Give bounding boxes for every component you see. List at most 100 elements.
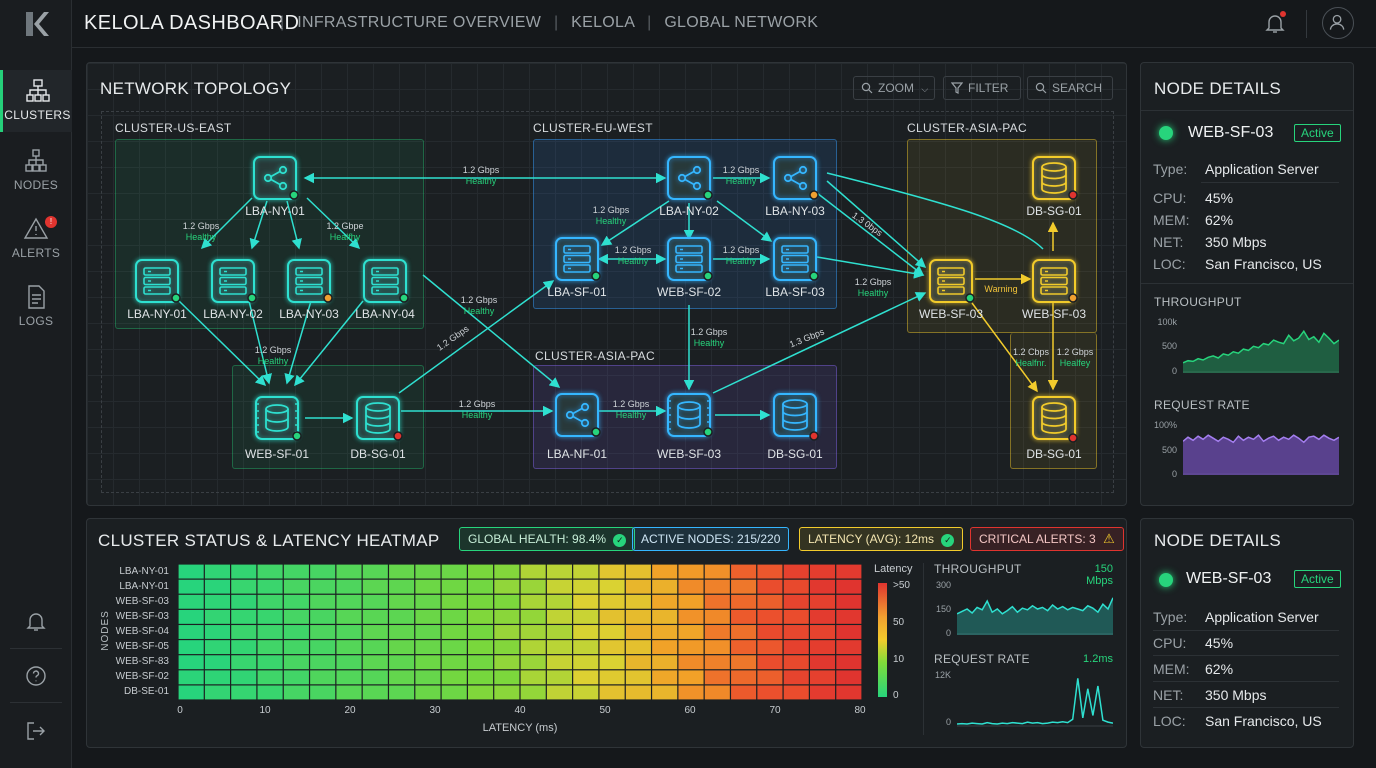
heatmap-cell[interactable]: [310, 670, 336, 685]
heatmap-cell[interactable]: [362, 594, 388, 609]
heatmap-cell[interactable]: [809, 670, 836, 685]
heatmap-cell[interactable]: [809, 594, 836, 609]
heatmap-cell[interactable]: [836, 594, 862, 609]
heatmap-cell[interactable]: [362, 609, 388, 624]
heatmap-cell[interactable]: [310, 564, 336, 579]
heatmap-cell[interactable]: [467, 670, 494, 685]
heatmap-cell[interactable]: [783, 625, 809, 639]
heatmap-cell[interactable]: [704, 579, 730, 594]
heatmap-cell[interactable]: [573, 640, 599, 655]
breadcrumb-item[interactable]: INFRASTRUCTURE OVERVIEW: [297, 14, 542, 31]
heatmap-cell[interactable]: [415, 670, 441, 685]
node-label[interactable]: DB-SG-01: [1026, 204, 1082, 218]
heatmap-cell[interactable]: [599, 625, 625, 639]
heatmap-cell[interactable]: [783, 594, 809, 609]
heatmap-cell[interactable]: [441, 640, 467, 655]
heatmap-cell[interactable]: [625, 625, 651, 639]
heatmap-cell[interactable]: [520, 685, 546, 700]
heatmap-cell[interactable]: [494, 685, 520, 700]
heatmap-cell[interactable]: [178, 609, 204, 624]
heatmap-cell[interactable]: [283, 594, 309, 609]
heatmap-cell[interactable]: [731, 655, 757, 670]
heatmap-cell[interactable]: [494, 625, 520, 639]
sidebar-logout-button[interactable]: [0, 720, 72, 747]
heatmap-cell[interactable]: [625, 655, 651, 670]
heatmap-cell[interactable]: [836, 564, 862, 579]
node-label[interactable]: WEB-SF-02: [656, 285, 722, 299]
heatmap-cell[interactable]: [415, 655, 441, 670]
sidebar-item-logs[interactable]: LOGS: [0, 276, 72, 338]
node-label[interactable]: LBA-SF-03: [765, 285, 825, 299]
notification-bell-icon[interactable]: [1264, 12, 1286, 34]
heatmap-cell[interactable]: [625, 609, 651, 624]
heatmap-cell[interactable]: [809, 609, 836, 624]
heatmap-cell[interactable]: [836, 670, 862, 685]
heatmap-cell[interactable]: [546, 609, 573, 624]
heatmap-cell[interactable]: [546, 640, 573, 655]
latency-avg-pill[interactable]: LATENCY (AVG): 12ms ✓: [799, 527, 964, 551]
heatmap-cell[interactable]: [678, 625, 704, 639]
heatmap-cell[interactable]: [599, 579, 625, 594]
heatmap-cell[interactable]: [678, 609, 704, 624]
heatmap-cell[interactable]: [809, 564, 836, 579]
heatmap-cell[interactable]: [494, 640, 520, 655]
heatmap-cell[interactable]: [467, 594, 494, 609]
heatmap-cell[interactable]: [783, 640, 809, 655]
heatmap-cell[interactable]: [546, 670, 573, 685]
heatmap-cell[interactable]: [704, 564, 730, 579]
heatmap-cell[interactable]: [836, 609, 862, 624]
global-health-pill[interactable]: GLOBAL HEALTH: 98.4% ✓: [459, 527, 636, 551]
heatmap-cell[interactable]: [757, 685, 783, 700]
heatmap-cell[interactable]: [731, 594, 757, 609]
heatmap-cell[interactable]: [178, 625, 204, 639]
heatmap-cell[interactable]: [599, 609, 625, 624]
heatmap-cell[interactable]: [520, 579, 546, 594]
heatmap-cell[interactable]: [257, 670, 283, 685]
heatmap-cell[interactable]: [467, 640, 494, 655]
heatmap-cell[interactable]: [573, 594, 599, 609]
heatmap-cell[interactable]: [389, 609, 415, 624]
heatmap-cell[interactable]: [362, 670, 388, 685]
heatmap-cell[interactable]: [573, 685, 599, 700]
heatmap-cell[interactable]: [467, 685, 494, 700]
heatmap-cell[interactable]: [625, 594, 651, 609]
heatmap-cell[interactable]: [731, 670, 757, 685]
heatmap-cell[interactable]: [652, 640, 678, 655]
heatmap-cell[interactable]: [573, 625, 599, 639]
heatmap-cell[interactable]: [336, 655, 362, 670]
heatmap-cell[interactable]: [652, 655, 678, 670]
heatmap-cell[interactable]: [441, 685, 467, 700]
heatmap-cell[interactable]: [257, 640, 283, 655]
heatmap-cell[interactable]: [625, 685, 651, 700]
heatmap-cell[interactable]: [546, 594, 573, 609]
heatmap-cell[interactable]: [546, 685, 573, 700]
heatmap-cell[interactable]: [546, 655, 573, 670]
node-label[interactable]: WEB-SF-01: [244, 447, 310, 461]
heatmap-cell[interactable]: [231, 609, 257, 624]
heatmap-cell[interactable]: [599, 594, 625, 609]
heatmap-cell[interactable]: [809, 655, 836, 670]
latency-heatmap[interactable]: [178, 564, 862, 700]
heatmap-cell[interactable]: [204, 564, 231, 579]
heatmap-cell[interactable]: [389, 670, 415, 685]
heatmap-cell[interactable]: [731, 625, 757, 639]
heatmap-cell[interactable]: [441, 670, 467, 685]
node-label[interactable]: DB-SG-01: [350, 447, 406, 461]
heatmap-cell[interactable]: [836, 685, 862, 700]
heatmap-cell[interactable]: [783, 685, 809, 700]
heatmap-cell[interactable]: [389, 685, 415, 700]
heatmap-cell[interactable]: [336, 685, 362, 700]
heatmap-cell[interactable]: [336, 579, 362, 594]
heatmap-cell[interactable]: [178, 685, 204, 700]
heatmap-cell[interactable]: [731, 564, 757, 579]
node-label[interactable]: LBA-SF-01: [547, 285, 607, 299]
heatmap-cell[interactable]: [573, 655, 599, 670]
heatmap-cell[interactable]: [204, 685, 231, 700]
heatmap-cell[interactable]: [231, 655, 257, 670]
heatmap-cell[interactable]: [336, 625, 362, 639]
heatmap-cell[interactable]: [599, 670, 625, 685]
heatmap-cell[interactable]: [678, 640, 704, 655]
heatmap-cell[interactable]: [704, 655, 730, 670]
heatmap-cell[interactable]: [625, 640, 651, 655]
breadcrumb-item[interactable]: KELOLA: [571, 14, 635, 31]
